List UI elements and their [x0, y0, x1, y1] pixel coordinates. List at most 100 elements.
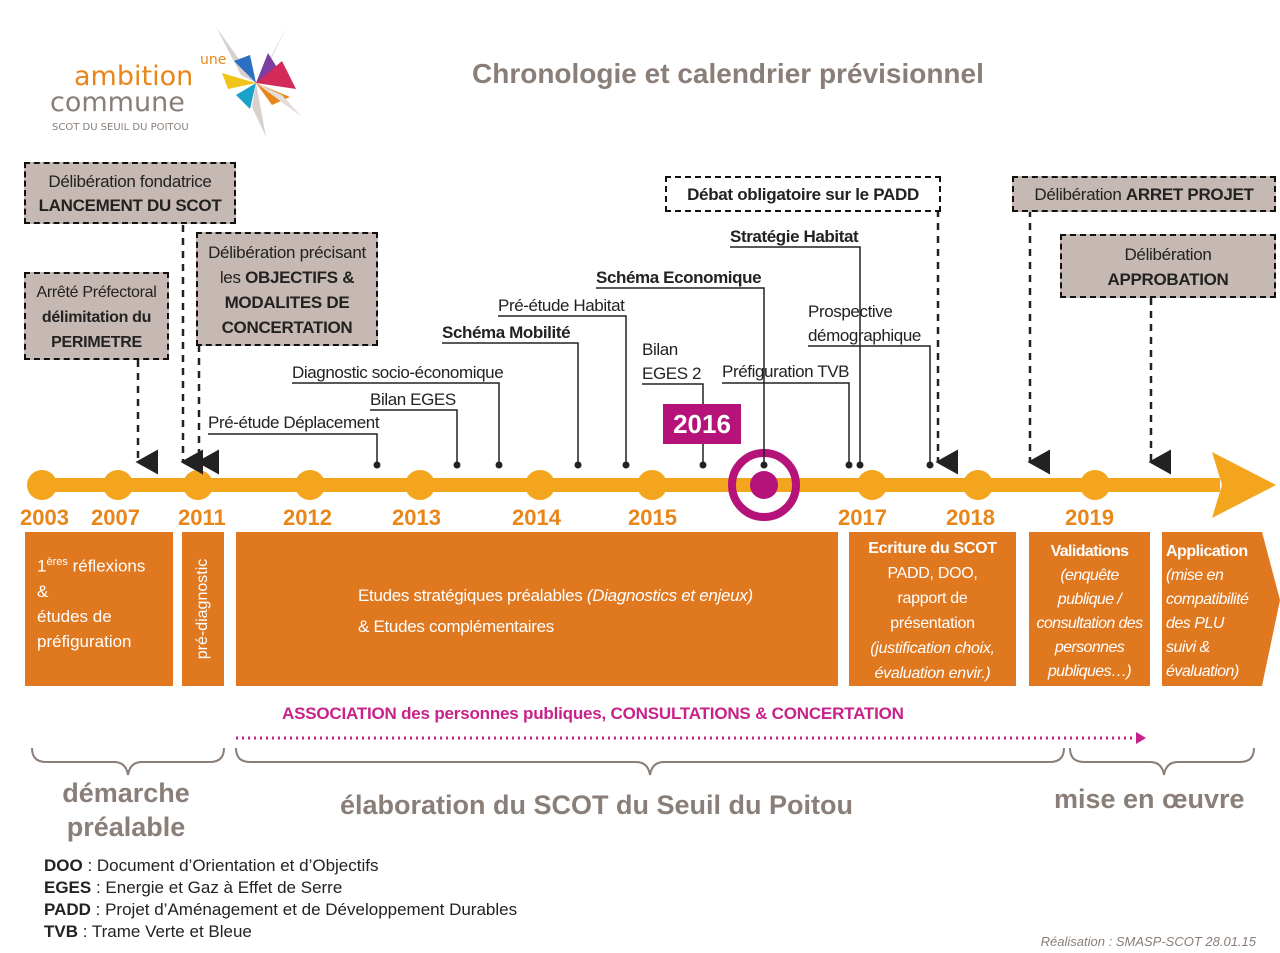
dot-2012 [295, 470, 325, 500]
brace-elaboration [235, 747, 1065, 776]
phase-prediagnostic: pré-diagnostic [182, 532, 224, 686]
validations-l4: personnes [1054, 639, 1125, 656]
reflexions-l3: études de [37, 606, 112, 626]
milestone-prospective-line1: Prospective [808, 302, 893, 321]
prealable-l2: préalable [66, 812, 186, 842]
dot-2013 [405, 470, 435, 500]
leader-prospective [808, 345, 931, 465]
etudes-l2: & Etudes complémentaires [358, 617, 554, 636]
box-approbation-line1: Délibération [1124, 245, 1212, 264]
box-objectifs-line3: MODALITES DE [224, 293, 350, 312]
leader-tvb [722, 382, 850, 465]
ecriture-l3: présentation [890, 615, 975, 632]
brace-oeuvre [1069, 747, 1255, 776]
reflexions-l4: préfiguration [37, 631, 132, 651]
ecriture-l1: PADD, DOO, [887, 565, 978, 582]
prealable-l1: démarche [62, 778, 190, 808]
validations-title: Validations [1050, 543, 1129, 560]
prediagnostic-text: pré-diagnostic [194, 558, 211, 660]
application-title: Application [1166, 543, 1248, 560]
box-objectifs-line2-pre: les [219, 268, 246, 287]
leader-economique [596, 287, 765, 465]
leader-deplacement [208, 433, 378, 465]
glossary-eges-abbr: EGES [44, 878, 92, 897]
logo-commune: commune [50, 87, 185, 118]
box-objectifs-line2-bold: OBJECTIFS & [245, 268, 355, 287]
application-box [1162, 532, 1280, 686]
reflexions-num: 1 [37, 556, 47, 576]
validations-l5: publiques…) [1047, 663, 1132, 680]
year-2015: 2015 [628, 505, 677, 530]
association-label: ASSOCIATION des personnes publiques, CON… [282, 704, 904, 723]
year-2019: 2019 [1065, 505, 1114, 530]
phase-etudes: Etudes stratégiques préalables (Diagnost… [236, 532, 838, 686]
dot-2019 [1080, 470, 1110, 500]
glossary-tvb-text: : Trame Verte et Bleue [78, 922, 252, 941]
ecriture-l2: rapport de [897, 590, 968, 607]
timeline-arrowhead [1212, 452, 1276, 518]
validations-l1: (enquête [1060, 567, 1119, 584]
year-2018: 2018 [946, 505, 995, 530]
box-perimetre-line2: délimitation du [41, 309, 152, 326]
logo-subtitle: SCOT DU SEUIL DU POITOU [52, 122, 189, 133]
glossary-tvb-abbr: TVB [44, 922, 78, 941]
validations-l2: publique / [1057, 591, 1122, 608]
application-l4: suivi & [1166, 639, 1210, 656]
milestone-bilan2-line1: Bilan [642, 340, 678, 359]
milestone-tvb: Préfiguration TVB [722, 362, 850, 381]
phase-validations: Validations (enquête publique / consulta… [1029, 532, 1150, 686]
year-2007: 2007 [91, 505, 140, 530]
glossary-padd-text: : Projet d’Aménagement et de Développeme… [90, 900, 518, 919]
dot-2011 [183, 470, 213, 500]
box-perimetre: Arrêté Préfectoral délimitation du PERIM… [24, 272, 169, 360]
milestone-diagnostic: Diagnostic socio-économique [292, 363, 504, 382]
milestone-strategie: Stratégie Habitat [730, 227, 859, 246]
glossary-doo: DOO : Document d’Orientation et d’Object… [44, 856, 378, 876]
box-perimetre-line3: PERIMETRE [51, 334, 142, 351]
phase-reflexions: 1ères réflexions & études de préfigurati… [25, 532, 173, 686]
application-l5: évaluation) [1166, 663, 1239, 680]
phase-ecriture: Ecriture du SCOT PADD, DOO, rapport de p… [849, 532, 1016, 686]
box-arret-bold: ARRET PROJET [1125, 185, 1254, 204]
etudes-l1: Etudes stratégiques préalables [358, 586, 587, 605]
glossary-tvb: TVB : Trame Verte et Bleue [44, 922, 252, 942]
leader-pre-habitat [498, 315, 627, 465]
logo-ambition: ambition [74, 61, 194, 92]
box-approbation: Délibération APPROBATION [1060, 234, 1276, 298]
validations-l3: consultation des [1036, 615, 1143, 632]
badge-2016: 2016 [663, 404, 741, 444]
application-l1: (mise en [1166, 567, 1224, 584]
box-fondatrice: Délibération fondatrice LANCEMENT DU SCO… [24, 162, 236, 224]
brace-prealable [31, 747, 225, 776]
phase-label-prealable: démarche préalable [28, 776, 224, 844]
box-objectifs-line1: Délibération précisant [208, 243, 366, 262]
year-2012: 2012 [283, 505, 332, 530]
box-padd: Débat obligatoire sur le PADD [665, 176, 941, 212]
reflexions-sup: ères [46, 556, 68, 568]
box-objectifs-line4: CONCERTATION [221, 318, 353, 337]
year-2003: 2003 [20, 505, 69, 530]
badge-2016-text: 2016 [673, 409, 731, 439]
leader-strategie [730, 246, 861, 465]
glossary-eges-text: : Energie et Gaz à Effet de Serre [91, 878, 343, 897]
box-perimetre-line1: Arrêté Préfectoral [36, 284, 157, 301]
application-l3: des PLU [1166, 615, 1224, 632]
ecriture-l5: évaluation envir.) [874, 665, 991, 682]
box-fondatrice-line1: Délibération fondatrice [48, 172, 212, 191]
timeline-bar [30, 478, 1220, 492]
glossary-eges: EGES : Energie et Gaz à Effet de Serre [44, 878, 342, 898]
leader-mobilite [442, 342, 579, 465]
milestone-deplacement: Pré-étude Déplacement [208, 413, 380, 432]
application-l2: compatibilité [1166, 591, 1249, 608]
milestone-pre-habitat: Pré-étude Habitat [498, 296, 625, 315]
milestone-economique: Schéma Economique [596, 268, 762, 287]
logo: une ambition commune SCOT DU SEUIL DU PO… [40, 25, 310, 140]
leader-bilan-eges [370, 409, 458, 465]
milestone-bilan2-line2: EGES 2 [642, 364, 702, 383]
box-approbation-line2: APPROBATION [1107, 270, 1229, 289]
phase-label-oeuvre: mise en œuvre [1054, 784, 1245, 814]
box-arret-pre: Délibération [1034, 185, 1126, 204]
milestone-mobilite: Schéma Mobilité [442, 323, 571, 342]
year-2014: 2014 [512, 505, 561, 530]
